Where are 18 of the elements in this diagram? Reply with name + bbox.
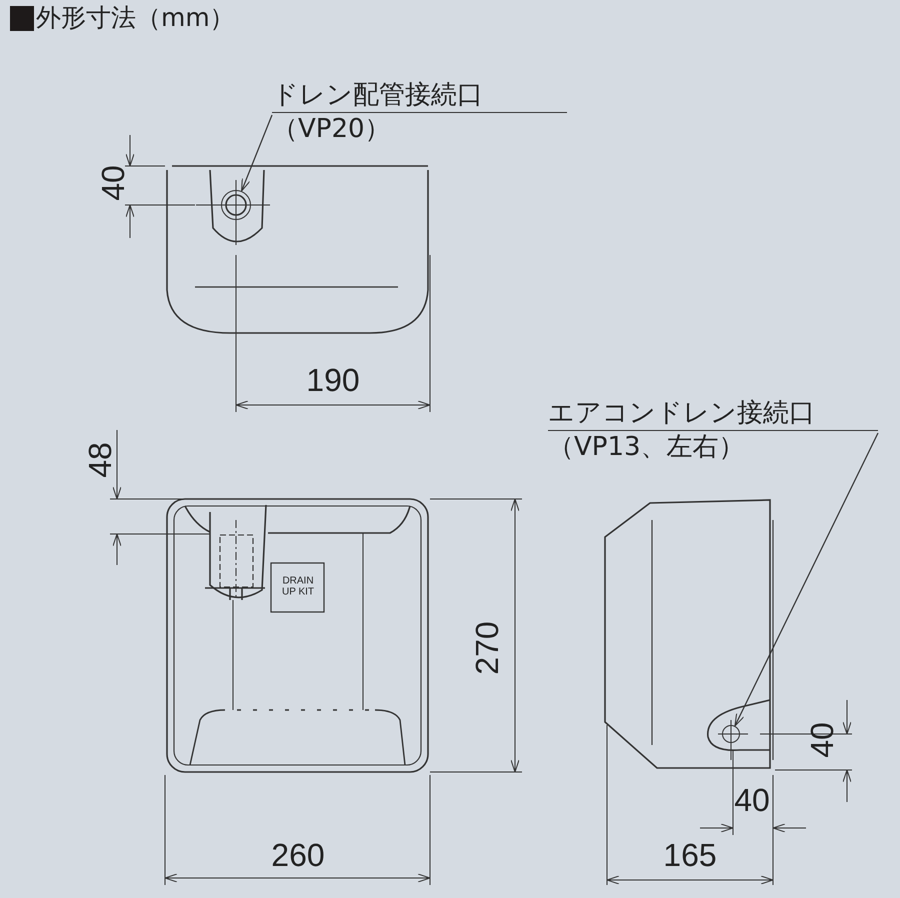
dimension-label: 165 [663,839,717,871]
leader-line [241,114,273,192]
drain-port [221,190,251,220]
sticker-label: DRAIN UP KIT [280,576,316,598]
callout-label: エアコンドレン接続口 [548,400,878,431]
callout-spec: （VP20） [272,116,392,146]
drain-port [722,725,740,743]
title: 外形寸法（mm） [36,5,235,30]
dimension-label: 270 [471,621,503,675]
leader-line [734,432,879,726]
dimension-label: 40 [97,165,129,201]
dimension-label: 48 [84,442,116,478]
callout-label: ドレン配管接続口 [272,82,567,113]
dimension-label: 40 [806,722,838,758]
dimension-label: 260 [271,839,325,871]
dimension-label: 40 [734,784,770,816]
callout-spec: （VP13、左右） [548,434,746,464]
dimension-label: 190 [306,364,360,396]
